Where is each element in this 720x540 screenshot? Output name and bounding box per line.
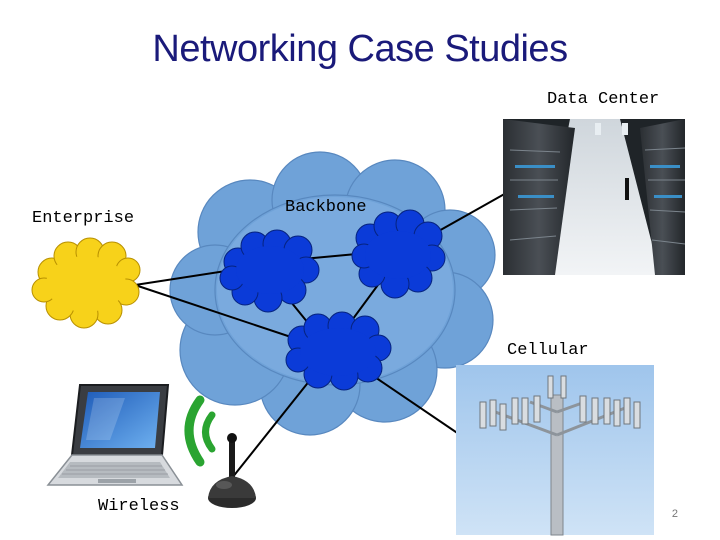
- backbone-label: Backbone: [285, 198, 367, 217]
- wireless-signal-icon: [184, 395, 216, 467]
- slide-title: Networking Case Studies: [152, 28, 568, 70]
- cellular-tower-photo: [456, 365, 654, 536]
- backbone-cloud: [169, 151, 496, 436]
- laptop-icon: [46, 384, 184, 486]
- cellular-label: Cellular: [507, 341, 589, 360]
- data-center-label: Data Center: [547, 90, 660, 109]
- data-center-photo: [503, 119, 686, 275]
- base-station-icon: [208, 433, 256, 508]
- enterprise-label: Enterprise: [32, 209, 135, 228]
- router-cloud-2: [351, 209, 446, 299]
- router-cloud-3: [285, 311, 392, 391]
- router-cloud-1: [219, 229, 320, 313]
- page-number: 2: [671, 508, 678, 520]
- enterprise-cloud: [31, 237, 141, 329]
- wireless-label: Wireless: [98, 497, 180, 516]
